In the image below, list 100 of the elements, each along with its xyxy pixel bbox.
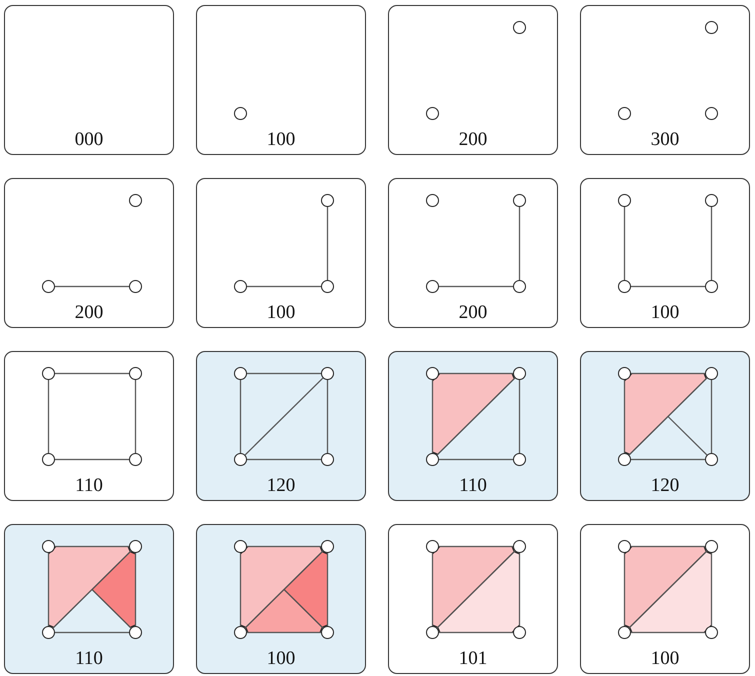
filled-triangle [284,551,328,628]
vertex-circle [321,194,334,207]
panel-label: 200 [74,302,104,324]
vertex-circle [618,367,631,380]
vertex-circle [426,107,439,120]
vertex-circle [426,626,439,639]
vertex-circle [513,280,526,293]
panel-card [196,178,366,328]
vertex-circle [705,21,718,34]
edge-line [247,286,321,288]
vertex-circle [426,280,439,293]
panel-label: 120 [650,475,680,497]
panel-card [580,178,750,328]
vertex-circle [321,626,334,639]
vertex-circle [234,367,247,380]
panel-label: 110 [458,475,488,497]
panel-label: 101 [458,648,488,670]
vertex-circle [705,453,718,466]
edge-line [710,553,712,626]
vertex-circle [321,540,334,553]
vertex-circle [42,626,55,639]
edge-line [631,286,705,288]
edge-line [326,207,328,280]
vertex-circle [234,107,247,120]
edge-line [247,372,321,374]
panel-label: 200 [458,302,488,324]
vertex-circle [513,21,526,34]
edge-line [668,416,708,456]
vertex-circle [234,626,247,639]
panel-label: 110 [74,648,104,670]
edge-line [48,553,50,626]
vertex-circle [42,367,55,380]
panel-label: 300 [650,129,680,151]
edge-line [518,553,520,626]
vertex-circle [618,280,631,293]
vertex-circle [129,540,142,553]
panel-card [580,351,750,501]
vertex-circle [513,194,526,207]
edge-line [624,553,626,626]
vertex-circle [321,453,334,466]
edge-line [55,546,129,548]
vertex-circle [618,107,631,120]
panel-label: 110 [74,475,104,497]
edge-line [134,380,136,453]
vertex-circle [705,280,718,293]
edge-line [631,546,705,548]
panel-label: 100 [650,302,680,324]
vertex-circle [321,367,334,380]
edge-line [92,589,132,628]
panel-card [4,178,174,328]
edge-line [244,378,324,456]
vertex-circle [129,626,142,639]
panel-label: 100 [650,648,680,670]
vertex-circle [42,280,55,293]
edge-line [240,380,242,453]
edge-line [624,207,626,280]
edge-line [48,380,50,453]
edge-line [439,632,513,634]
edge-line [247,632,321,634]
edge-line [55,372,129,374]
panel-card [4,5,174,155]
panel-card [388,524,558,674]
vertex-circle [426,367,439,380]
edge-line [439,458,513,460]
vertex-circle [321,280,334,293]
vertex-circle [618,453,631,466]
vertex-circle [234,280,247,293]
vertex-circle [426,194,439,207]
edge-line [439,546,513,548]
edge-line [55,632,129,634]
edge-line [55,286,129,288]
panel-card [4,524,174,674]
edge-line [432,553,434,626]
vertex-circle [705,540,718,553]
edge-line [439,286,513,288]
panel-card [196,351,366,501]
vertex-circle [513,367,526,380]
edge-line [240,553,242,626]
edge-line [631,372,705,374]
panel-label: 000 [74,129,104,151]
vertex-circle [705,367,718,380]
edge-line [631,632,705,634]
vertex-circle [618,626,631,639]
vertex-circle [129,453,142,466]
edge-line [432,380,434,453]
panel-card [4,351,174,501]
edge-line [439,372,513,374]
vertex-circle [513,540,526,553]
panel-card [196,524,366,674]
edge-line [247,546,321,548]
panel-card [388,351,558,501]
vertex-circle [513,453,526,466]
vertex-circle [513,626,526,639]
vertex-circle [618,194,631,207]
panel-label: 100 [266,648,296,670]
vertex-circle [426,453,439,466]
panel-label: 200 [458,129,488,151]
edge-line [326,553,328,626]
vertex-circle [234,453,247,466]
vertex-circle [426,540,439,553]
